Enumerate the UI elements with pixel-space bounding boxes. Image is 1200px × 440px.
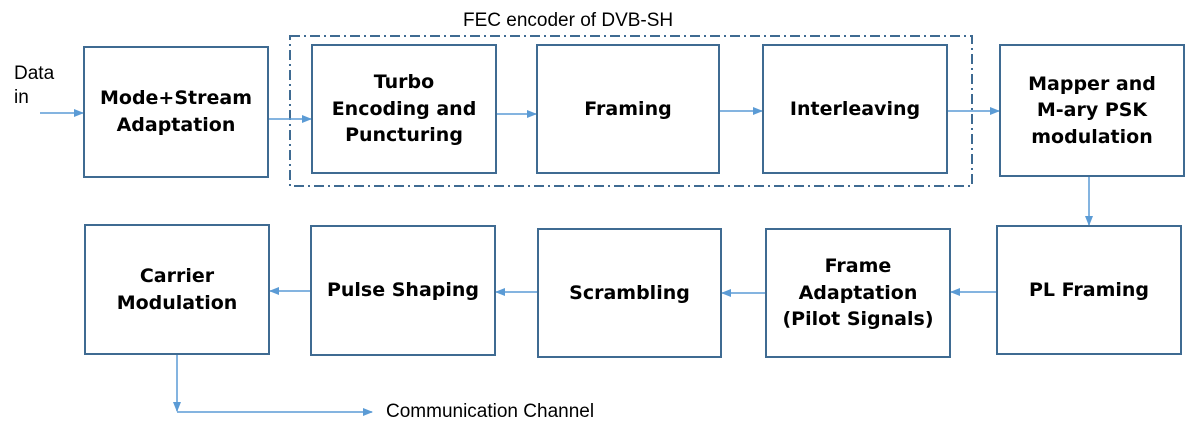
interleaving-block: Interleaving bbox=[762, 44, 948, 174]
carrier-modulation-block: Carrier Modulation bbox=[84, 224, 270, 355]
pulse-shaping-block: Pulse Shaping bbox=[310, 225, 496, 356]
framing-block: Framing bbox=[536, 44, 720, 174]
scrambling-block: Scrambling bbox=[537, 228, 722, 358]
data-in-label: Data in bbox=[14, 63, 55, 108]
communication-channel-label: Communication Channel bbox=[386, 401, 595, 422]
pl-framing-block: PL Framing bbox=[996, 225, 1182, 355]
mode-stream-adaptation-block: Mode+Stream Adaptation bbox=[83, 46, 269, 178]
fec-encoder-label: FEC encoder of DVB-SH bbox=[463, 10, 674, 31]
fec-encoder-group-border bbox=[289, 35, 973, 187]
mapper-psk-modulation-block: Mapper and M-ary PSK modulation bbox=[999, 44, 1185, 177]
turbo-encoding-block: Turbo Encoding and Puncturing bbox=[311, 44, 497, 174]
frame-adaptation-block: Frame Adaptation (Pilot Signals) bbox=[765, 228, 951, 358]
